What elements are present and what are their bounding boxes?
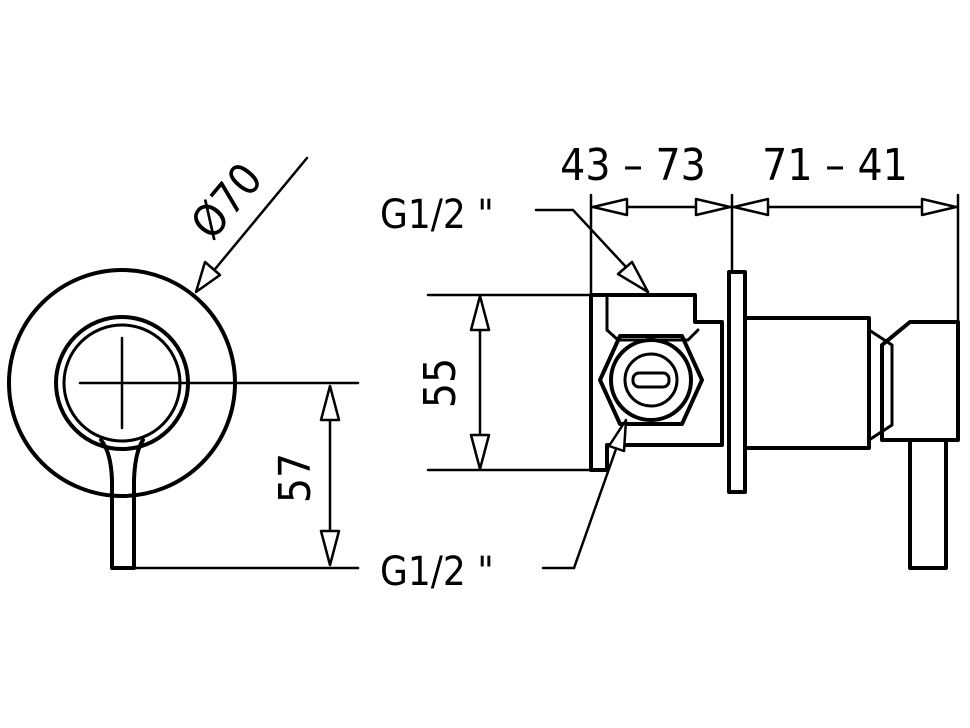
- thread-bottom-label: G1/2 ": [380, 549, 494, 595]
- wall-flange: [727, 270, 747, 494]
- thread-top-label: G1/2 ": [380, 192, 494, 238]
- thread-top-leader: [534, 208, 642, 284]
- thread-bottom-callout: G1/2 ": [380, 418, 628, 595]
- diameter-arrowhead: [194, 260, 222, 294]
- handle-side-body: [880, 320, 960, 442]
- diameter-leader-line: [204, 156, 309, 282]
- width-dimensions: 43 – 73 71 – 41: [560, 140, 960, 324]
- dim-right-label: 71 – 41: [762, 140, 908, 191]
- dim-right-arrow-a: [732, 197, 770, 217]
- diameter-label: Ø70: [181, 154, 272, 249]
- thread-bottom-arrowhead: [607, 418, 628, 453]
- side-view: [589, 270, 960, 570]
- dim-left-arrow-a: [591, 197, 629, 217]
- hex-nut: [598, 334, 704, 426]
- front-view: [7, 268, 360, 570]
- dim-55-label: 55: [415, 358, 466, 408]
- dim-57-arrow-top: [319, 384, 341, 422]
- dim-55-arrow-bottom: [469, 433, 491, 471]
- dim-left-arrow-b: [694, 197, 732, 217]
- dim-57-arrow-bottom: [319, 529, 341, 567]
- dim-left-label: 43 – 73: [560, 140, 706, 191]
- thread-top-arrowhead: [616, 260, 650, 294]
- handle-side-lever: [908, 438, 948, 570]
- valve-body-outline: [589, 293, 724, 472]
- dim-57-label: 57: [270, 453, 321, 503]
- thread-top-callout: G1/2 ": [380, 192, 650, 294]
- cartridge-cylinder: [743, 316, 871, 450]
- diameter-dimension: Ø70: [181, 154, 309, 294]
- height-55-dimension: 55: [415, 293, 593, 472]
- dim-right-arrow-b: [920, 197, 958, 217]
- height-57-dimension: 57: [270, 384, 341, 567]
- handle-lever: [99, 438, 145, 570]
- nut-slot: [631, 371, 671, 389]
- nut-outer-circle: [609, 338, 693, 422]
- thread-bottom-leader: [541, 430, 624, 570]
- dim-55-arrow-top: [469, 294, 491, 332]
- nut-inner-circle: [623, 352, 679, 408]
